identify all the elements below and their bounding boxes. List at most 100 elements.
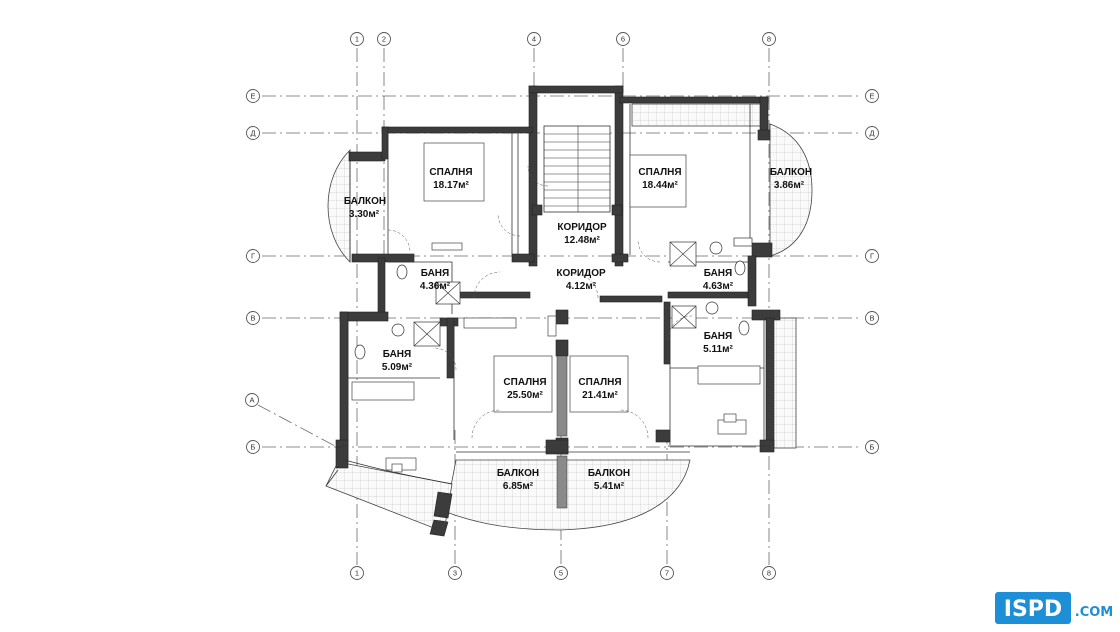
- staircase: [531, 125, 623, 216]
- svg-text:12.48м²: 12.48м²: [564, 235, 600, 246]
- axis-bubble-top-6: 6: [616, 32, 630, 46]
- balcony-bottom-left-wedge: [325, 461, 453, 533]
- svg-text:3: 3: [453, 569, 457, 578]
- axis-bubble-right-B: Б: [865, 440, 879, 454]
- svg-text:Е: Е: [869, 92, 874, 101]
- sink-right-top: [709, 241, 723, 255]
- room-labels: СПАЛНЯ 18.17м² СПАЛНЯ 18.44м² БАЛКОН 3.3…: [344, 167, 812, 492]
- bed-top-right: [629, 154, 687, 208]
- svg-text:БАНЯ: БАНЯ: [704, 268, 732, 279]
- svg-text:4.36м²: 4.36м²: [420, 281, 451, 292]
- svg-text:8: 8: [767, 569, 771, 578]
- bed-center-left: [493, 355, 553, 413]
- svg-text:БАЛКОН: БАЛКОН: [497, 468, 539, 479]
- axis-bubble-left-E: Е: [246, 89, 260, 103]
- svg-text:КОРИДОР: КОРИДОР: [556, 268, 606, 279]
- room-label-balcony-left: БАЛКОН 3.30м²: [344, 196, 386, 220]
- svg-text:1: 1: [355, 569, 359, 578]
- svg-text:СПАЛНЯ: СПАЛНЯ: [578, 377, 621, 388]
- svg-text:СПАЛНЯ: СПАЛНЯ: [429, 167, 472, 178]
- axis-bubble-right-D: Д: [865, 126, 879, 140]
- svg-text:БАЛКОН: БАЛКОН: [344, 196, 386, 207]
- svg-text:25.50м²: 25.50м²: [507, 390, 543, 401]
- toilet-b: [734, 260, 746, 276]
- axis-bubble-bottom-3: 3: [448, 566, 462, 580]
- svg-text:7: 7: [665, 569, 669, 578]
- axis-bubble-left-A: А: [245, 393, 259, 407]
- svg-text:1: 1: [355, 35, 359, 44]
- svg-text:СПАЛНЯ: СПАЛНЯ: [638, 167, 681, 178]
- svg-text:В: В: [250, 314, 255, 323]
- terrace-top-right: [631, 103, 763, 127]
- room-label-bath-c: БАНЯ 5.11м²: [703, 331, 733, 355]
- bed-top-left: [423, 142, 485, 202]
- axis-bubble-left-D: Д: [246, 126, 260, 140]
- axis-bubble-bottom-7: 7: [660, 566, 674, 580]
- room-label-corridor-upper: КОРИДОР 12.48м²: [557, 222, 607, 246]
- axis-bubble-top-2: 2: [377, 32, 391, 46]
- axis-bubble-left-G: Г: [246, 249, 260, 263]
- svg-text:БАНЯ: БАНЯ: [704, 331, 732, 342]
- svg-text:КОРИДОР: КОРИДОР: [557, 222, 607, 233]
- svg-text:ISPD: ISPD: [1004, 597, 1062, 622]
- svg-text:Б: Б: [251, 443, 256, 452]
- door-swings: [387, 165, 693, 439]
- shower-tray-right-top: [669, 241, 697, 267]
- partitions: [325, 104, 770, 487]
- axis-bubbles: 1 2 4 6 8 1 3 5 7 8 Е Д Г В Б А Е Д Г В …: [245, 32, 879, 580]
- svg-text:18.44м²: 18.44м²: [642, 180, 678, 191]
- svg-text:6.85м²: 6.85м²: [503, 481, 534, 492]
- svg-text:3.30м²: 3.30м²: [349, 209, 380, 220]
- balconies: [325, 103, 813, 533]
- bed-center-right: [569, 355, 629, 413]
- room-label-bedroom-top-left: СПАЛНЯ 18.17м²: [429, 167, 472, 191]
- axis-bubble-right-G: Г: [865, 249, 879, 263]
- svg-text:БАЛКОН: БАЛКОН: [770, 167, 812, 178]
- svg-text:Е: Е: [250, 92, 255, 101]
- svg-text:5: 5: [559, 569, 563, 578]
- svg-text:21.41м²: 21.41м²: [582, 390, 618, 401]
- balcony-left-upper: [327, 149, 351, 263]
- room-label-bath-d: БАНЯ 5.09м²: [382, 349, 413, 373]
- svg-text:Г: Г: [251, 252, 255, 261]
- room-label-bedroom-center-left: СПАЛНЯ 25.50м²: [503, 377, 546, 401]
- balcony-bottom-large: [445, 459, 691, 531]
- balcony-right-strip: [771, 317, 797, 449]
- room-label-corridor-lower: КОРИДОР 4.12м²: [556, 268, 606, 292]
- axis-bubble-top-4: 4: [527, 32, 541, 46]
- axis-bubble-right-E: Е: [865, 89, 879, 103]
- svg-text:А: А: [249, 396, 254, 405]
- walls: [335, 85, 781, 537]
- room-label-bath-b: БАНЯ 4.63м²: [703, 268, 734, 292]
- axis-bubble-bottom-5: 5: [554, 566, 568, 580]
- toilet-a: [396, 264, 408, 280]
- svg-text:8: 8: [767, 35, 771, 44]
- toilet-c: [738, 320, 750, 336]
- balcony-right-upper: [769, 123, 813, 257]
- axis-bubble-right-V: В: [865, 311, 879, 325]
- svg-text:4: 4: [532, 35, 536, 44]
- svg-text:5.11м²: 5.11м²: [703, 344, 733, 355]
- svg-text:Д: Д: [250, 129, 255, 138]
- svg-text:4.12м²: 4.12м²: [566, 281, 597, 292]
- axis-bubble-bottom-8: 8: [762, 566, 776, 580]
- svg-text:Б: Б: [870, 443, 875, 452]
- svg-text:4.63м²: 4.63м²: [703, 281, 734, 292]
- svg-text:БАНЯ: БАНЯ: [383, 349, 411, 360]
- ispd-logo: ISPD .COM: [995, 592, 1113, 624]
- svg-text:6: 6: [621, 35, 625, 44]
- room-label-balcony-bottom-right: БАЛКОН 5.41м²: [588, 468, 630, 492]
- shower-tray-right-bottom: [671, 305, 697, 329]
- axis-bubble-left-B: Б: [246, 440, 260, 454]
- svg-text:5.41м²: 5.41м²: [594, 481, 625, 492]
- svg-text:Г: Г: [870, 252, 874, 261]
- svg-text:БАЛКОН: БАЛКОН: [588, 468, 630, 479]
- svg-text:18.17м²: 18.17м²: [433, 180, 469, 191]
- svg-text:В: В: [869, 314, 874, 323]
- room-label-bath-a: БАНЯ 4.36м²: [420, 268, 451, 292]
- shower-tray-mid: [435, 281, 461, 305]
- axis-bubble-top-8: 8: [762, 32, 776, 46]
- svg-text:5.09м²: 5.09м²: [382, 362, 413, 373]
- axis-bubble-left-V: В: [246, 311, 260, 325]
